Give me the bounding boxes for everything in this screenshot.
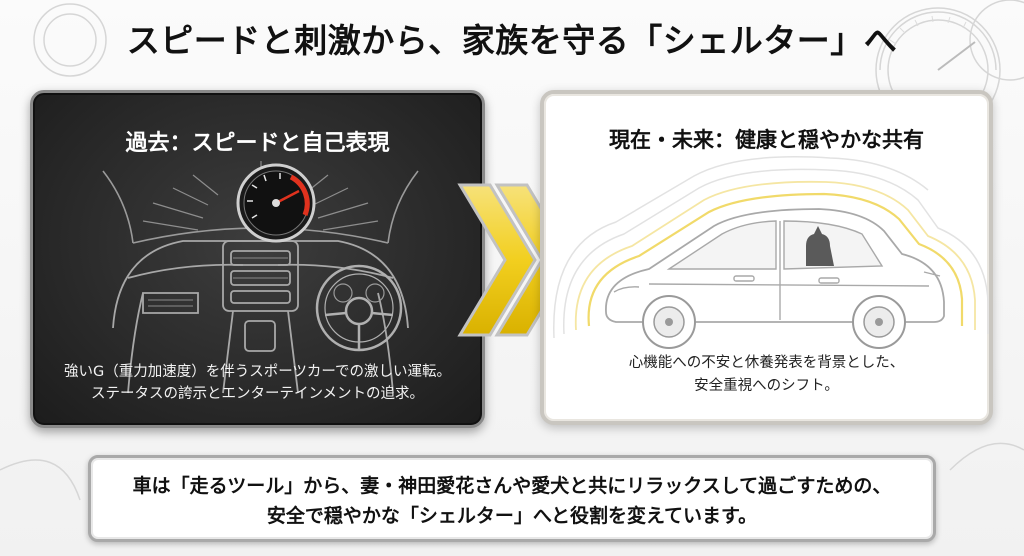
present-desc-line-1: 心機能への不安と休養発表を背景とした、 xyxy=(628,355,905,371)
present-desc-line-2: 安全重視へのシフト。 xyxy=(694,378,839,394)
page-title: スピードと刺激から、家族を守る「シェルター」へ xyxy=(126,21,898,60)
past-panel: 過去：スピードと自己表現 xyxy=(30,90,485,428)
present-panel: 現在・未来：健康と穏やかな共有 xyxy=(540,90,993,425)
summary-line-1: 車は「走るツール」から、妻・神田愛花さんや愛犬と共にリラックスして過ごすための、 xyxy=(132,475,892,497)
past-desc-line-1: 強いG（重力加速度）を伴うスポーツカーでの激しい運転。 xyxy=(63,364,452,380)
past-desc-line-2: ステータスの誇示とエンターテインメントの追求。 xyxy=(90,386,425,402)
summary-box: 車は「走るツール」から、妻・神田愛花さんや愛犬と共にリラックスして過ごすための、… xyxy=(88,455,936,542)
summary-line-2: 安全で穏やかな「シェルター」へと役割を変えています。 xyxy=(266,505,758,527)
present-panel-description: 心機能への不安と休養発表を背景とした、 安全重視へのシフト。 xyxy=(544,352,989,398)
past-panel-title: 過去：スピードと自己表現 xyxy=(125,131,390,156)
car-dashboard-speedometer-icon xyxy=(102,161,419,394)
family-car-with-dog-icon xyxy=(553,156,989,349)
present-panel-title: 現在・未来：健康と穏やかな共有 xyxy=(609,128,924,152)
past-panel-description: 強いG（重力加速度）を伴うスポーツカーでの激しい運転。 ステータスの誇示とエンタ… xyxy=(33,361,482,405)
